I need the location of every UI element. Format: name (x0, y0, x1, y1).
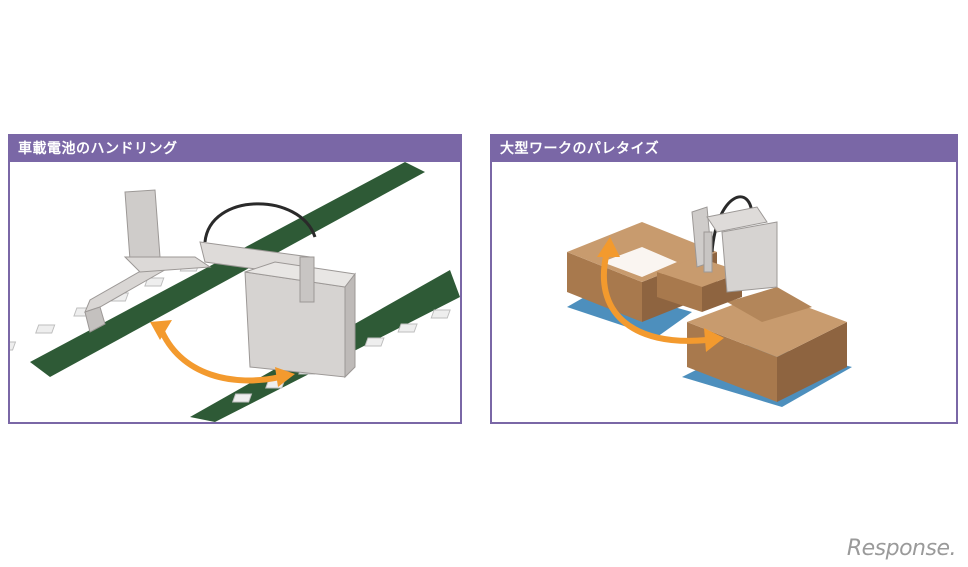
response-watermark: Response. (846, 536, 957, 561)
panel-title-battery: 車載電池のハンドリング (10, 136, 460, 162)
conveyor-back (30, 162, 425, 377)
arrow-head-up (597, 237, 620, 257)
panel-title-palletizing: 大型ワークのパレタイズ (492, 136, 956, 162)
panel-palletizing: 大型ワークのパレタイズ (490, 134, 958, 424)
arrow-head-right (275, 367, 295, 387)
palletizing-robot (691, 195, 778, 293)
arrow-head-left (150, 320, 172, 340)
palletizing-illustration (567, 195, 852, 407)
watermark-text: Response. (846, 536, 957, 561)
box-stack-right (687, 287, 847, 402)
robot-left-unit (84, 189, 212, 333)
scara-robot-arm (199, 202, 356, 379)
arrow-head-right (704, 328, 724, 352)
transfer-arrow (157, 325, 281, 384)
battery-handling-illustration (10, 162, 460, 422)
palletize-arrow (600, 251, 708, 344)
panel-battery-handling: 車載電池のハンドリング (8, 134, 462, 424)
